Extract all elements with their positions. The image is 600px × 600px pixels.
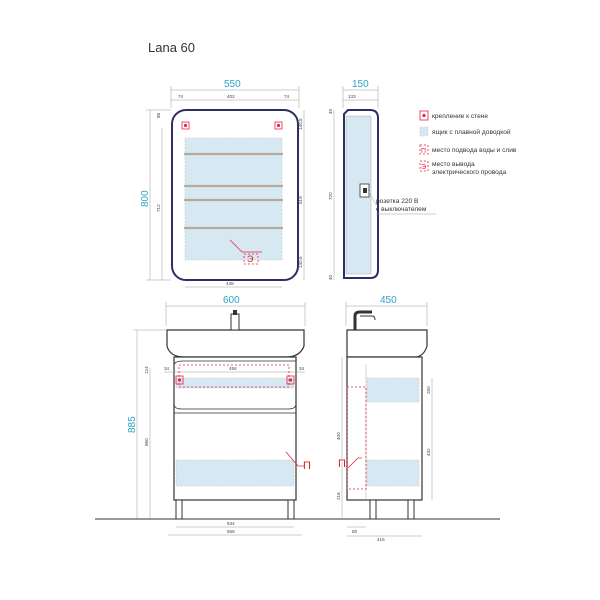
mirror-right-bottom: 140,5 <box>298 256 303 268</box>
soft-close-drawer-area <box>175 377 295 389</box>
wall-mount-icon <box>181 121 190 130</box>
water-leader-line <box>285 451 304 467</box>
cabinet-top-edge <box>173 357 296 366</box>
faucet-lever <box>233 310 237 315</box>
legend-item-electric-1: место вывода <box>432 161 475 168</box>
socket-icon <box>363 188 367 193</box>
legend-item-electric-2: электрического провода <box>432 169 507 176</box>
mirror-depth-label: 150 <box>352 79 369 90</box>
vanity-side-mid: 400 <box>336 432 341 440</box>
vanity-side-base: 416 <box>377 537 385 542</box>
vanity-top-offset: 124 <box>144 366 149 374</box>
vanity-leg <box>175 499 183 520</box>
leader-line <box>367 189 377 206</box>
vanity-leg <box>287 499 295 520</box>
soft-close-drawer-area <box>175 459 295 487</box>
vanity-inner-width: 456 <box>229 366 237 371</box>
mirror-top-offset: 88 <box>156 112 161 118</box>
wall-mount-icon <box>175 375 184 385</box>
side-faucet-lever <box>360 315 376 321</box>
vanity-side-view: 450 П 400 216 250 432 50 416 <box>336 295 433 542</box>
mirror-side-bottom: 40 <box>328 274 333 280</box>
electric-glyph: Э <box>421 164 426 171</box>
side-sink <box>346 329 428 358</box>
soft-close-drawer-area <box>366 459 420 487</box>
mirror-inner-width: 402 <box>227 94 235 99</box>
vanity-base-width: 566 <box>227 529 235 534</box>
wall-mount-icon <box>177 378 182 382</box>
vanity-leg <box>407 499 415 520</box>
water-supply-icon <box>419 144 429 155</box>
mirror-side-right: 74 <box>284 94 290 99</box>
drawer-divider <box>173 403 297 414</box>
mirror-side-top2: 133 <box>348 94 356 99</box>
vanity-side-bottom: 50 <box>352 529 358 534</box>
vanity-height-label: 885 <box>127 416 138 433</box>
water-supply-zone <box>346 386 367 490</box>
side-faucet <box>353 310 372 330</box>
mirror-frame <box>171 109 299 281</box>
socket-label-2: с выключателем <box>376 206 427 213</box>
vanity-side-height: 432 <box>426 448 431 456</box>
electric-outlet-icon <box>419 160 429 172</box>
mirror-side-mid: 720 <box>328 192 333 200</box>
water-supply-glyph: П <box>421 148 426 155</box>
vanity-side-drawer: 250 <box>426 386 431 394</box>
soft-close-drawer-area <box>366 377 420 403</box>
mirror-side-left: 74 <box>178 94 184 99</box>
electric-leader-line <box>229 239 262 253</box>
legend-item-drawer: ящик с плавной доводкой <box>432 128 511 136</box>
wall-mount-icon <box>276 123 281 128</box>
mirror-side-top: 40 <box>328 108 333 114</box>
mirror-width-label: 550 <box>224 79 241 90</box>
mirror-front-view: 550 74 402 74 800 88 712 Э 140,5 519 <box>140 79 305 288</box>
vanity-foot-width: 534 <box>227 521 235 526</box>
vanity-body-height: 860 <box>144 438 149 446</box>
legend-item-water: место подвода воды и слив <box>432 147 517 154</box>
water-leader-line-side <box>347 457 362 469</box>
wall-mount-icon <box>422 113 426 118</box>
vanity-side-left: 34 <box>164 366 170 371</box>
electric-marker: Э <box>247 254 254 264</box>
mirror-inner-height: 712 <box>156 204 161 212</box>
legend-item-wall-mount: крепление к стене <box>432 113 488 120</box>
vanity-front-view: 600 885 124 860 34 456 34 П <box>95 295 500 536</box>
water-marker-front: П <box>303 460 311 472</box>
faucet-body <box>230 313 240 331</box>
wall-mount-zone <box>178 364 290 388</box>
vanity-side-right: 34 <box>299 366 305 371</box>
mirror-height-label: 800 <box>140 190 151 207</box>
socket-label-1: розетка 220 В <box>376 198 419 205</box>
vanity-depth-label: 450 <box>380 295 397 306</box>
mirror-side-body <box>343 109 379 279</box>
mirror-right-top: 140,5 <box>298 118 303 130</box>
mirror-right-mid: 519 <box>298 196 303 204</box>
vanity-side-low: 216 <box>336 492 341 500</box>
wall-mount-icon <box>183 123 188 128</box>
wall-mount-icon <box>274 121 283 130</box>
mirror-bottom-width: 438 <box>226 281 234 286</box>
product-title: Lana 60 <box>148 40 195 55</box>
sink-basin <box>166 329 305 358</box>
legend: крепление к стене ящик с плавной доводко… <box>419 110 517 176</box>
vanity-width-label: 600 <box>223 295 240 306</box>
wall-mount-icon <box>286 375 295 385</box>
wall-mount-icon <box>419 110 429 121</box>
wall-mount-icon <box>288 378 293 382</box>
mirror-side-view: 150 133 40 720 40 розетка 220 В с выключ… <box>328 79 436 280</box>
soft-close-drawer-icon <box>419 126 429 137</box>
vanity-leg <box>369 499 377 520</box>
